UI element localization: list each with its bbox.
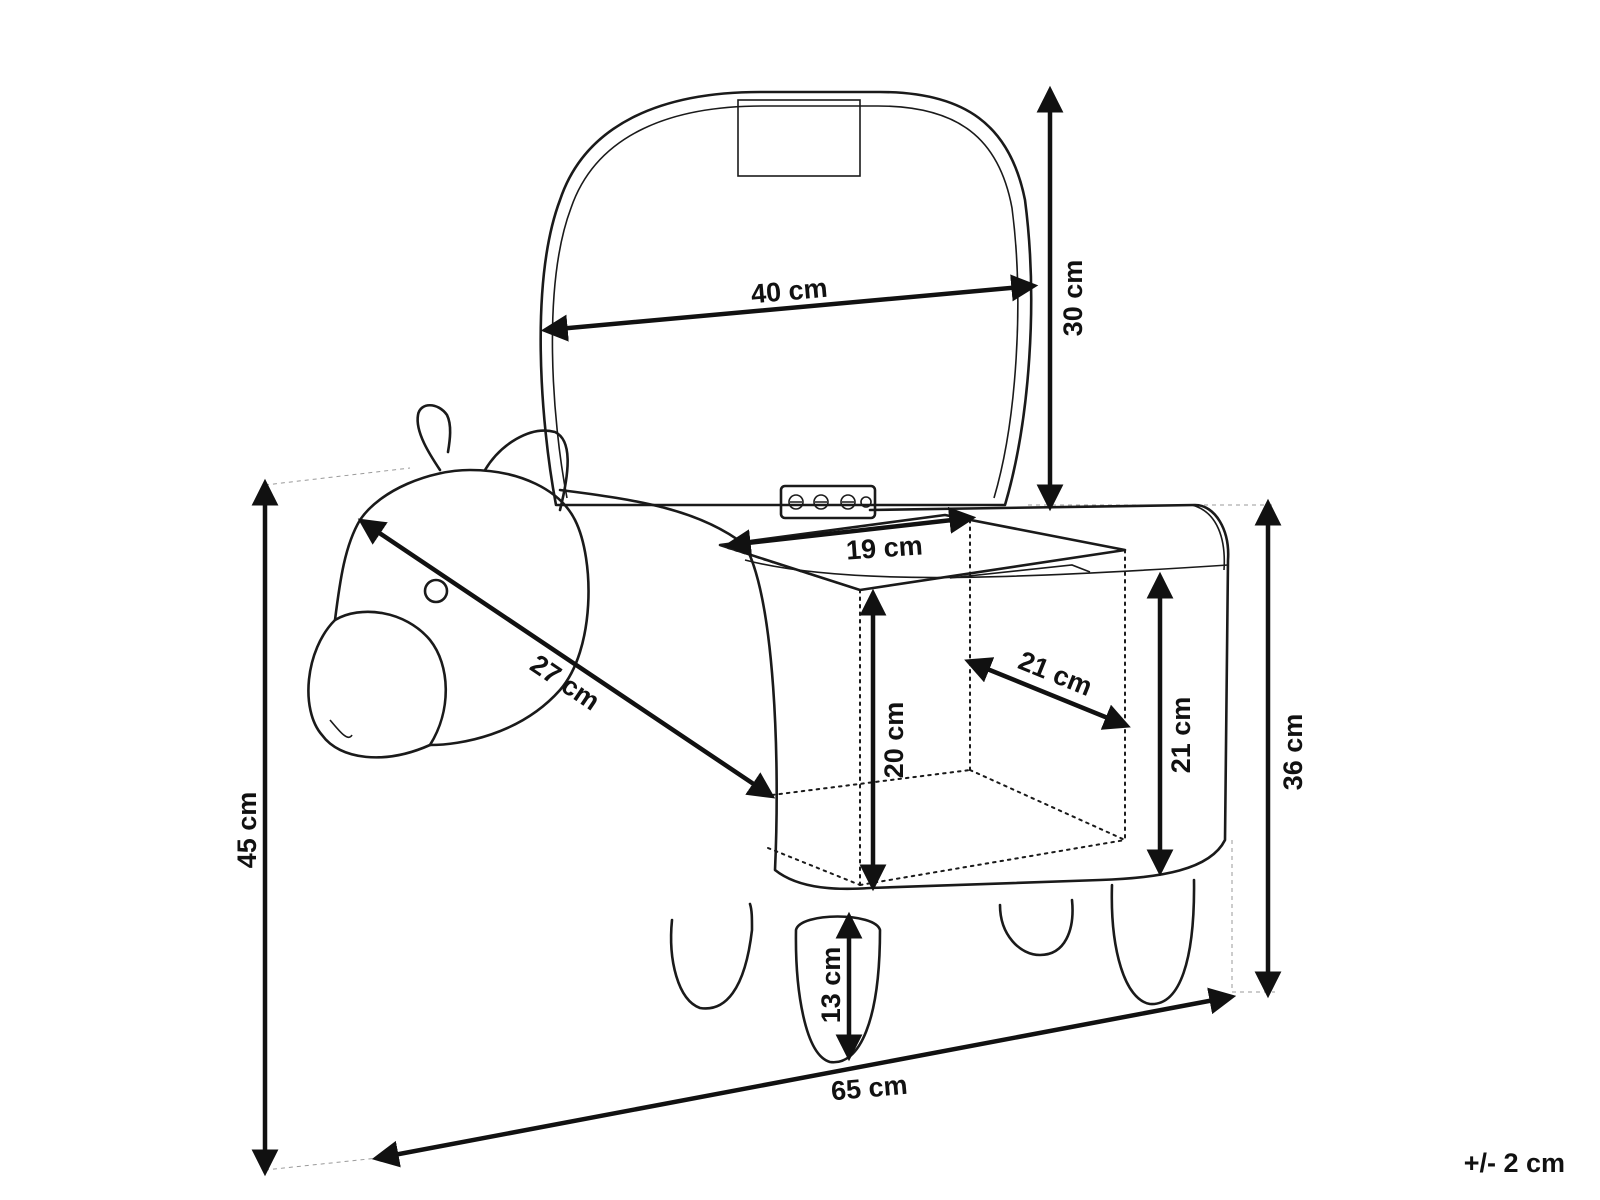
arrow-total-length (371, 987, 1237, 1168)
guide-lines (264, 467, 1275, 1171)
label-lid-height: 30 cm (1058, 260, 1088, 337)
label-storage-height: 20 cm (879, 702, 909, 779)
label-body-height: 21 cm (1166, 697, 1196, 774)
arrow-storage-depth (964, 657, 1131, 730)
dimension-arrows (251, 85, 1282, 1177)
tolerance-note: +/- 2 cm (1464, 1148, 1565, 1178)
label-storage-width: 19 cm (845, 530, 923, 565)
label-seat-height: 36 cm (1278, 714, 1308, 791)
label-storage-depth: 21 cm (1014, 645, 1096, 701)
eye-icon (423, 578, 449, 604)
label-leg-height: 13 cm (816, 947, 846, 1024)
ottoman-legs (669, 878, 1196, 1064)
lid-label-tag (737, 99, 861, 177)
label-total-height: 45 cm (232, 792, 262, 869)
label-lid-width: 40 cm (750, 273, 829, 310)
arrow-lid-width (540, 274, 1039, 342)
hinge-icon (779, 484, 877, 520)
label-total-length: 65 cm (830, 1070, 909, 1107)
arrow-head-length (357, 518, 776, 799)
